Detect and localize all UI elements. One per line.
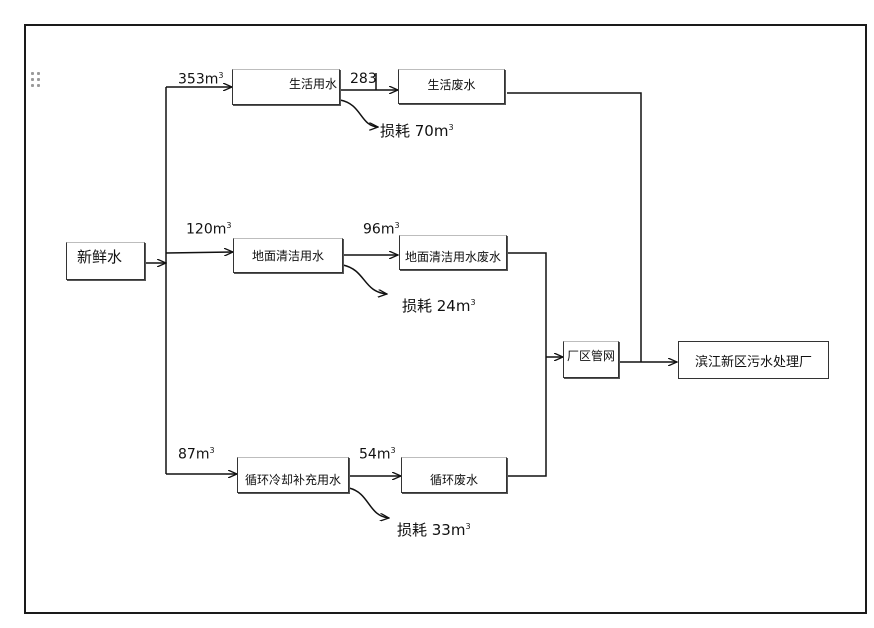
fresh-water-label: 新鲜水	[77, 248, 123, 266]
domestic-loss-label: 损耗 70m3	[380, 122, 454, 140]
cooling-in-label: 87m3	[178, 446, 215, 463]
domestic-out-label: 283	[350, 71, 377, 87]
cooling-use-box: 循环冷却补充用水	[237, 457, 349, 493]
floor-out-label: 96m3	[363, 221, 400, 238]
cooling-out-label: 54m3	[359, 446, 396, 463]
cooling-waste-box: 循环废水	[401, 457, 507, 493]
treatment-plant-box: 滨江新区污水处理厂	[678, 341, 829, 379]
floor-in-label: 120m3	[186, 221, 232, 238]
branch-floor-arrow	[165, 252, 233, 253]
domestic-use-box: 生活用水	[232, 69, 340, 105]
diagram-frame	[24, 24, 867, 614]
floor-use-box: 地面清洁用水	[233, 238, 343, 273]
domestic-waste-line	[507, 92, 642, 362]
pipe-network-box: 厂区管网	[563, 341, 619, 378]
floor-waste-collector	[507, 252, 547, 477]
floor-waste-box: 地面清洁用水废水	[399, 235, 507, 270]
domestic-waste-label: 生活废水	[427, 78, 476, 92]
cooling-loss-curve	[348, 487, 389, 518]
cooling-loss-label: 损耗 33m3	[397, 521, 471, 539]
treatment-plant-label: 滨江新区污水处理厂	[694, 354, 812, 370]
pipe-network-label: 厂区管网	[566, 349, 615, 363]
fresh-water-box: 新鲜水	[66, 242, 145, 280]
domestic-use-label: 生活用水	[288, 77, 337, 91]
cooling-use-label: 循环冷却补充用水	[244, 473, 341, 487]
domestic-waste-box: 生活废水	[398, 69, 505, 104]
drag-handle-icon[interactable]	[31, 72, 41, 88]
domestic-loss-curve	[339, 99, 378, 127]
floor-use-label: 地面清洁用水	[251, 249, 324, 263]
floor-waste-label: 地面清洁用水废水	[404, 250, 501, 264]
floor-loss-curve	[342, 264, 387, 294]
domestic-in-label: 353m3	[178, 71, 224, 88]
floor-loss-label: 损耗 24m3	[402, 297, 476, 315]
cooling-waste-label: 循环废水	[429, 473, 478, 487]
